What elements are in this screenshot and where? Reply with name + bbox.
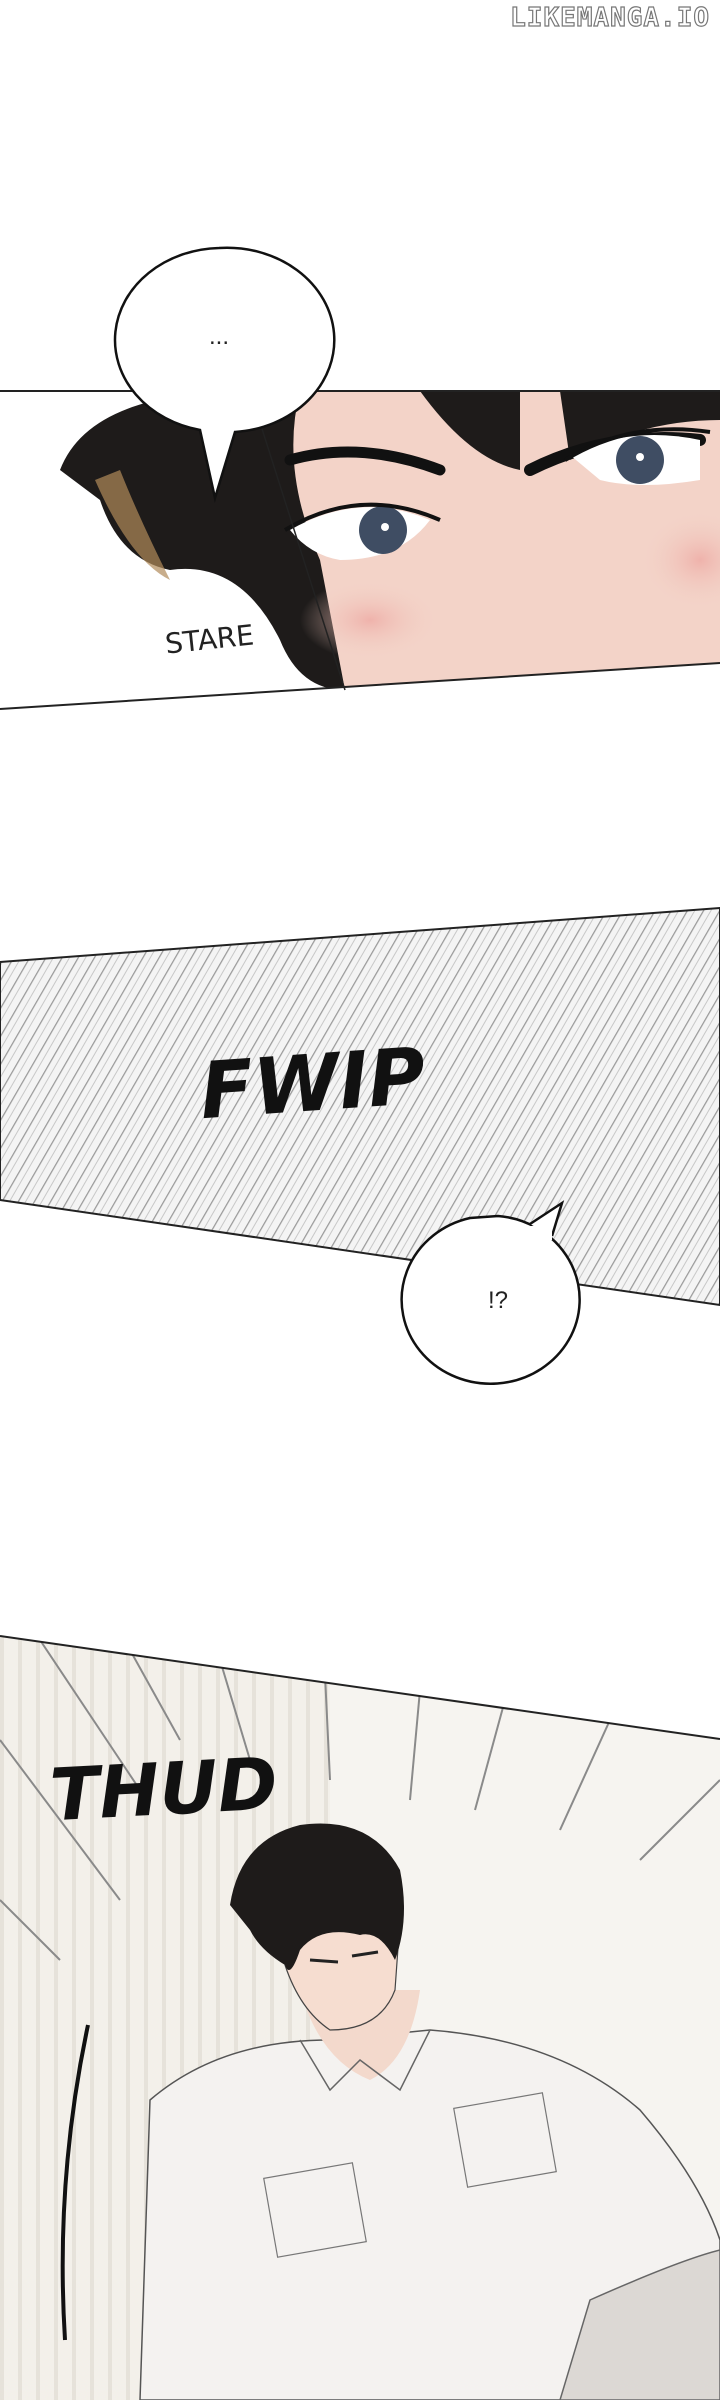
- speed-lines: [0, 1639, 720, 1961]
- bubble-text: !?: [488, 1287, 508, 1314]
- bubble-text: ...: [209, 323, 229, 350]
- speech-bubble-surprise: !?: [400, 1200, 581, 1385]
- panel-thud: [0, 1636, 720, 2400]
- left-eye: [283, 502, 441, 560]
- watermark: LIKEMANGA.IO: [510, 3, 710, 33]
- panel-eyes-closeup: [0, 391, 720, 709]
- speech-bubble-ellipsis: ...: [113, 246, 336, 503]
- panel-fwip: FWIP: [0, 906, 720, 1307]
- right-eye: [563, 427, 711, 485]
- character-white-shirt: [139, 1823, 720, 2400]
- sfx-fwip: FWIP: [197, 1032, 428, 1138]
- sfx-thud: THUD: [48, 1741, 280, 1837]
- motion-curve: [60, 2024, 90, 2341]
